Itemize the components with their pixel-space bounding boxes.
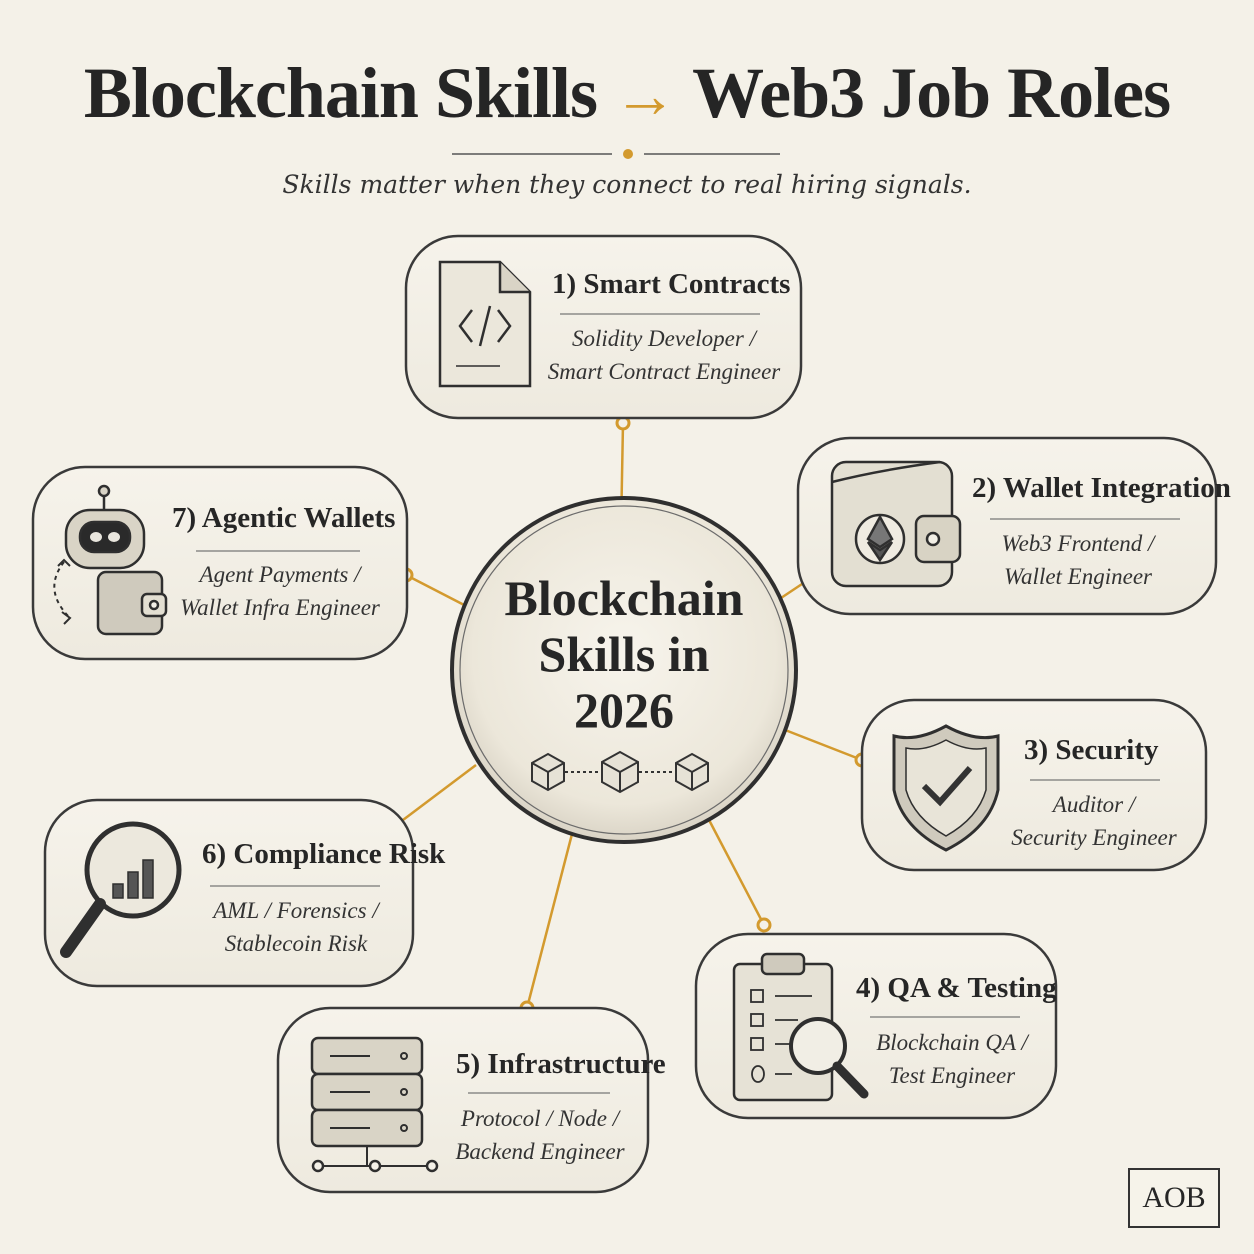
connector-security — [779, 726, 863, 762]
card-role-line-2: Backend Engineer — [455, 1139, 625, 1164]
card-role-line-2: Wallet Infra Engineer — [180, 595, 380, 620]
code-document-icon — [438, 260, 532, 388]
card-role-line-1: AML / Forensics / — [213, 898, 379, 923]
card-role-line-2: Security Engineer — [1011, 825, 1177, 850]
hub-line-3: 2026 — [574, 682, 674, 738]
card-role-line-1: Agent Payments / — [199, 562, 361, 587]
hub-line-1: Blockchain — [504, 570, 744, 626]
blockchain-cubes-icon — [531, 750, 709, 794]
hub-circle — [450, 496, 798, 844]
card-role-line-2: Smart Contract Engineer — [547, 359, 781, 384]
card-role-line-1: Protocol / Node / — [460, 1106, 620, 1131]
card-role-line-1: Auditor / — [1052, 792, 1136, 817]
card-title-agentic-wallets: 7) Agentic Wallets — [172, 502, 396, 534]
card-title-qa-testing: 4) QA & Testing — [856, 972, 1057, 1004]
card-role-smart-contracts: Solidity Developer / Smart Contract Engi… — [540, 322, 788, 388]
card-title-infrastructure: 5) Infrastructure — [456, 1048, 666, 1080]
brand-badge: AOB — [1128, 1168, 1220, 1228]
card-title-wallet-integration: 2) Wallet Integration — [972, 472, 1231, 504]
connector-infrastructure — [525, 833, 574, 1009]
card-title-smart-contracts: 1) Smart Contracts — [552, 268, 791, 300]
page-subtitle: Skills matter when they connect to real … — [282, 170, 972, 199]
card-title-compliance-risk: 6) Compliance Risk — [202, 838, 446, 870]
card-role-infrastructure: Protocol / Node / Backend Engineer — [452, 1102, 628, 1168]
shield-check-icon — [892, 724, 1000, 852]
clipboard-checklist-icon — [732, 952, 869, 1102]
card-role-line-1: Solidity Developer / — [572, 326, 756, 351]
card-role-qa-testing: Blockchain QA / Test Engineer — [868, 1026, 1036, 1092]
hub-label: Blockchain Skills in 2026 — [452, 570, 796, 738]
connector-agentic-wallets — [405, 573, 469, 609]
robot-wallet-icon — [53, 484, 168, 636]
page-title: Blockchain Skills→Web3 Job Roles — [0, 38, 1254, 148]
magnifier-chart-icon — [60, 821, 182, 958]
card-role-line-2: Test Engineer — [888, 1063, 1016, 1088]
card-role-line-1: Blockchain QA / — [876, 1030, 1028, 1055]
card-role-line-2: Wallet Engineer — [1004, 564, 1152, 589]
card-dividers — [196, 313, 1180, 1094]
title-right: Web3 Job Roles — [692, 53, 1171, 133]
card-role-security: Auditor / Security Engineer — [1006, 788, 1182, 854]
server-stack-icon — [310, 1036, 439, 1173]
connector-compliance-risk — [394, 764, 477, 827]
connector-qa-testing — [706, 817, 766, 926]
card-role-line-1: Web3 Frontend / — [1001, 531, 1155, 556]
hub-line-2: Skills in — [538, 626, 710, 682]
card-role-wallet-integration: Web3 Frontend / Wallet Engineer — [986, 527, 1170, 593]
card-role-compliance-risk: AML / Forensics / Stablecoin Risk — [204, 894, 388, 960]
wallet-icon — [830, 460, 962, 588]
title-left: Blockchain Skills — [83, 53, 598, 133]
card-role-line-2: Stablecoin Risk — [224, 931, 368, 956]
title-arrow: → — [613, 60, 677, 131]
title-divider — [452, 149, 780, 159]
card-title-security: 3) Security — [1024, 734, 1159, 766]
card-role-agentic-wallets: Agent Payments / Wallet Infra Engineer — [180, 558, 380, 624]
